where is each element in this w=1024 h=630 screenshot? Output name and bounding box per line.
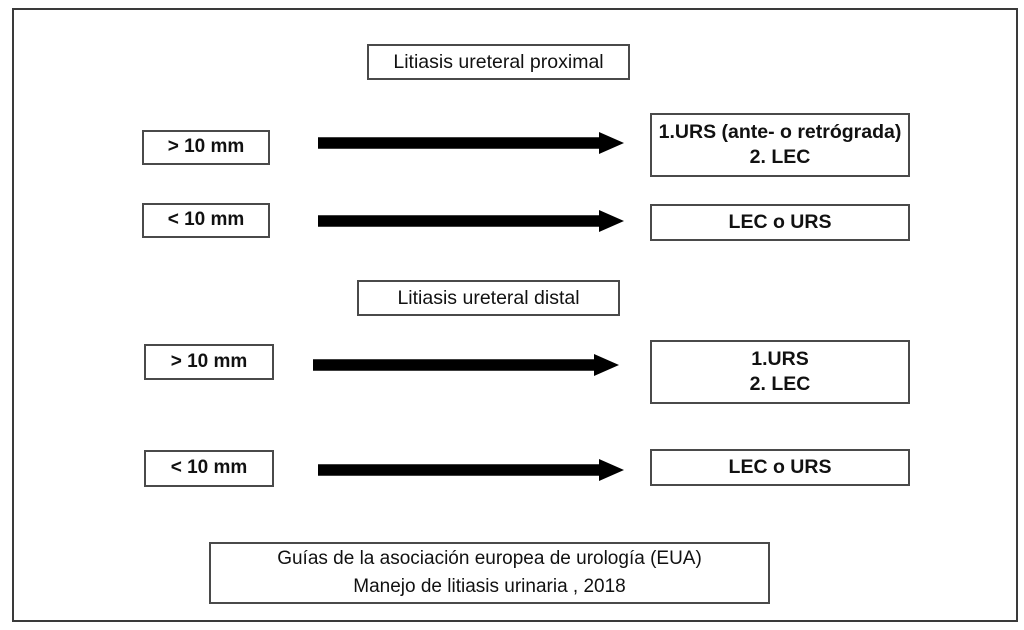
result-box-distal-lt10: LEC o URS	[650, 449, 910, 486]
section-1-title-text: Litiasis ureteral proximal	[393, 50, 604, 73]
condition-box-proximal-lt10: < 10 mm	[142, 203, 270, 238]
condition-box-distal-lt10: < 10 mm	[144, 450, 274, 487]
result-box-proximal-gt10: 1.URS (ante- o retrógrada) 2. LEC	[650, 113, 910, 177]
right-arrow-icon	[313, 354, 619, 376]
result-line: LEC o URS	[728, 211, 832, 234]
right-arrow-icon	[318, 132, 624, 154]
result-box-proximal-lt10: LEC o URS	[650, 204, 910, 241]
result-line: 1.URS	[751, 348, 809, 371]
source-citation-box: Guías de la asociación europea de urolog…	[209, 542, 770, 604]
result-line: 2. LEC	[749, 373, 811, 395]
result-line: LEC o URS	[728, 456, 832, 479]
result-box-distal-gt10: 1.URS 2. LEC	[650, 340, 910, 404]
condition-box-distal-gt10: > 10 mm	[144, 344, 274, 380]
source-line: Manejo de litiasis urinaria , 2018	[353, 576, 626, 597]
condition-label: > 10 mm	[170, 350, 248, 372]
diagram-outer-frame: Litiasis ureteral proximal > 10 mm 1.URS…	[12, 8, 1018, 622]
right-arrow-icon	[318, 459, 624, 481]
condition-label: < 10 mm	[167, 209, 245, 231]
condition-box-proximal-gt10: > 10 mm	[142, 130, 270, 165]
result-line: 1.URS (ante- o retrógrada)	[658, 121, 902, 144]
condition-label: > 10 mm	[167, 136, 245, 158]
section-2-title-text: Litiasis ureteral distal	[397, 286, 580, 309]
source-line: Guías de la asociación europea de urolog…	[277, 548, 702, 570]
section-1-title-box: Litiasis ureteral proximal	[367, 44, 630, 80]
result-line: 2. LEC	[749, 146, 811, 168]
right-arrow-icon	[318, 210, 624, 232]
section-2-title-box: Litiasis ureteral distal	[357, 280, 620, 316]
condition-label: < 10 mm	[170, 457, 248, 479]
